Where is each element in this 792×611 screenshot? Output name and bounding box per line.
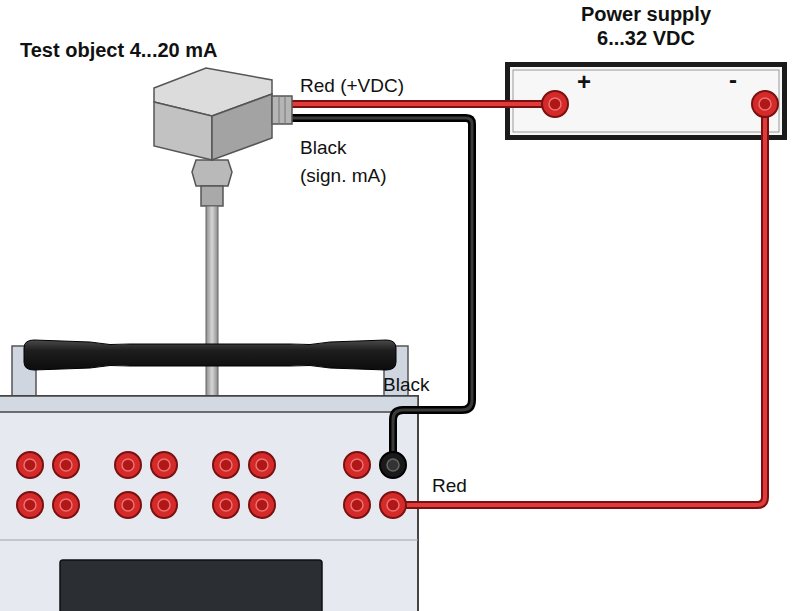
sensor-head-shape (148, 62, 292, 166)
wire-label: Red (432, 472, 467, 500)
polarity-sign: + (577, 68, 591, 97)
wire-label: Black (383, 371, 429, 399)
sensor-head: Test object 4...20 mA (148, 62, 292, 166)
wire-label: Black (sign. mA) (300, 134, 392, 190)
calibrator-body (0, 396, 418, 611)
terminal-jacks (17, 452, 406, 518)
power-supply-shape (505, 62, 787, 140)
red-wire (400, 132, 765, 505)
device-heading: Power supply 6...32 VDC (571, 2, 721, 50)
calibrator-handle (12, 340, 408, 400)
wire-connector (292, 104, 505, 105)
power-supply-box: Power supply 6...32 VDC+- (505, 62, 787, 140)
wire-label: Red (+VDC) (300, 72, 404, 100)
calibrator-screen (60, 560, 322, 611)
polarity-sign: - (729, 66, 737, 95)
black-wire (292, 118, 472, 458)
device-heading: Test object 4...20 mA (20, 38, 217, 62)
